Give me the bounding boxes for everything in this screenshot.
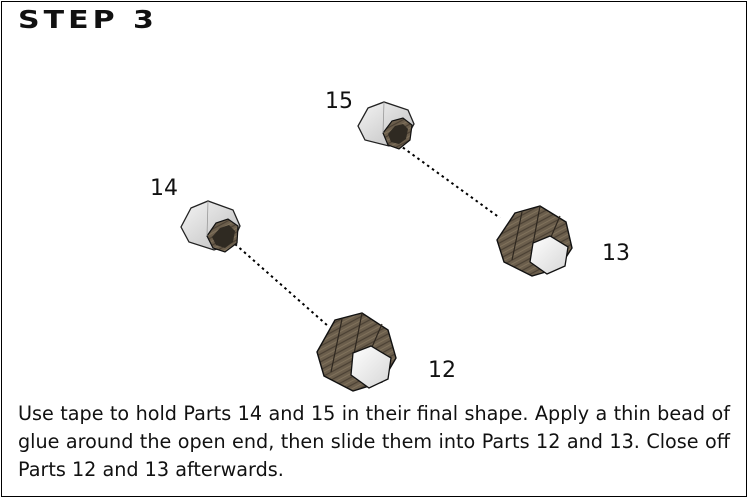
guide-line-15-to-13 <box>397 143 501 219</box>
part-label-13: 13 <box>602 241 630 266</box>
assembly-diagram <box>180 101 573 392</box>
part-label-15: 15 <box>325 89 353 114</box>
part-label-12: 12 <box>428 358 456 383</box>
guide-line-14-to-12 <box>234 243 329 327</box>
part-13-shape <box>496 205 573 277</box>
part-15-shape <box>357 101 415 150</box>
instructions-text: Use tape to hold Parts 14 and 15 in thei… <box>18 402 730 481</box>
part-14-shape <box>180 200 241 253</box>
part-12-shape <box>316 312 397 392</box>
step-title: STEP 3 <box>18 6 158 35</box>
part-label-14: 14 <box>150 176 178 201</box>
